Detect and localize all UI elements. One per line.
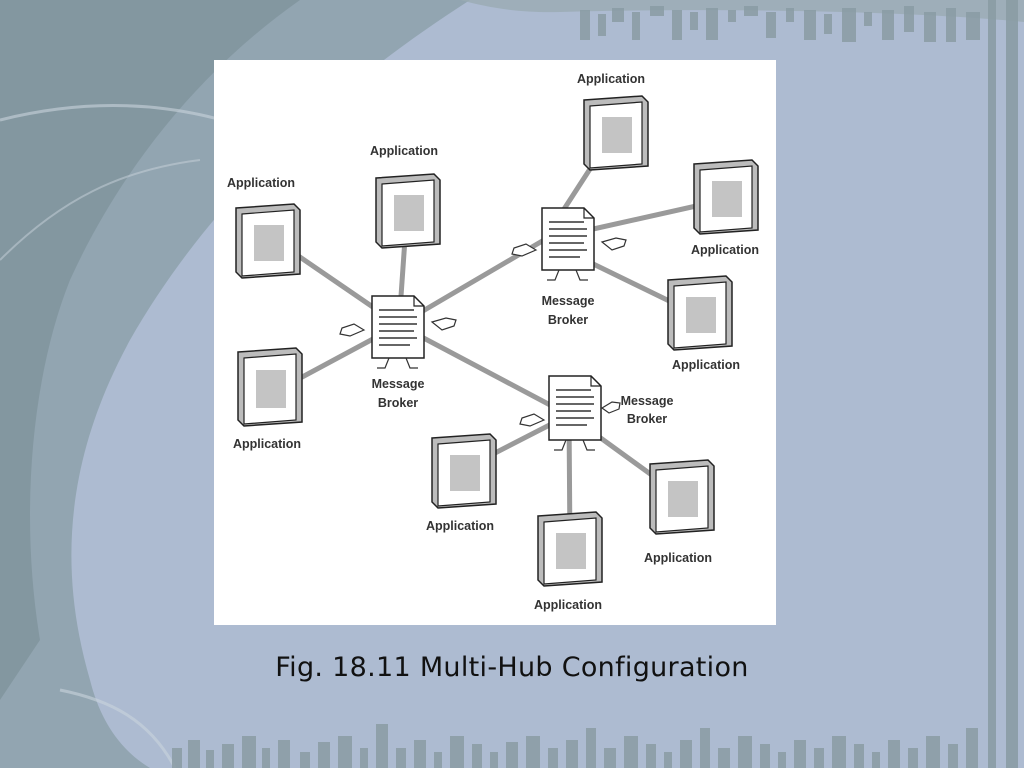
application-5: Application bbox=[691, 159, 759, 257]
broker-3-label-line2: Broker bbox=[627, 412, 667, 426]
broker-1-label-line2: Broker bbox=[378, 396, 418, 410]
application-2-label: Application bbox=[370, 144, 438, 158]
broker-1-label-line1: Message bbox=[372, 377, 425, 391]
application-9-computer-icon bbox=[668, 481, 698, 517]
application-7-label: Application bbox=[426, 519, 494, 533]
application-7: Application bbox=[426, 433, 497, 533]
application-6-computer-icon bbox=[686, 297, 716, 333]
application-9-label: Application bbox=[644, 551, 712, 565]
application-7-computer-icon bbox=[450, 455, 480, 491]
broker-2-label-line2: Broker bbox=[548, 313, 588, 327]
broker-1-document-icon bbox=[371, 295, 425, 369]
application-1: Application bbox=[227, 176, 301, 279]
broker-2-label-line1: Message bbox=[542, 294, 595, 308]
broker-2: Message Broker bbox=[511, 207, 627, 327]
application-5-label: Application bbox=[691, 243, 759, 257]
application-8-label: Application bbox=[534, 598, 602, 612]
application-8-computer-icon bbox=[556, 533, 586, 569]
application-3-label: Application bbox=[233, 437, 301, 451]
broker-3: Message Broker bbox=[519, 375, 674, 451]
application-2: Application bbox=[370, 144, 441, 249]
application-4: Application bbox=[577, 72, 649, 171]
broker-1-pointing-hand-icon bbox=[339, 317, 457, 337]
application-1-computer-icon bbox=[254, 225, 284, 261]
application-4-label: Application bbox=[577, 72, 645, 86]
broker-3-label-line1: Message bbox=[621, 394, 674, 408]
application-3: Application bbox=[233, 347, 303, 451]
application-9: Application bbox=[644, 459, 715, 565]
application-1-label: Application bbox=[227, 176, 295, 190]
broker-2-pointing-hand-icon bbox=[511, 237, 627, 257]
figure-panel: Message Broker Message bbox=[214, 60, 776, 625]
figure-caption: Fig. 18.11 Multi-Hub Configuration bbox=[275, 652, 749, 683]
broker-2-document-icon bbox=[541, 207, 595, 281]
broker-3-document-icon bbox=[548, 375, 602, 451]
application-6-label: Application bbox=[672, 358, 740, 372]
application-8: Application bbox=[534, 511, 603, 612]
application-5-computer-icon bbox=[712, 181, 742, 217]
broker-3-pointing-hand-icon bbox=[519, 401, 621, 427]
application-4-computer-icon bbox=[602, 117, 632, 153]
application-2-computer-icon bbox=[394, 195, 424, 231]
connector-b1-b3 bbox=[396, 322, 572, 418]
broker-1: Message Broker bbox=[339, 295, 457, 410]
application-6: Application bbox=[667, 275, 740, 372]
application-3-computer-icon bbox=[256, 370, 286, 408]
